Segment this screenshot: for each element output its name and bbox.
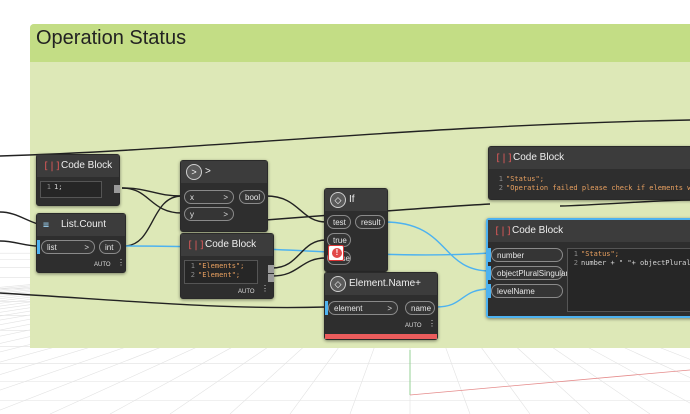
list-count-node[interactable]: ≡ List.Count list> int AUTO ⋮ bbox=[36, 213, 126, 273]
output-port-name[interactable]: name bbox=[405, 301, 435, 315]
code-block-icon: [|] bbox=[187, 240, 206, 251]
code-block-node-2[interactable]: [|] Code Block 1"Elements"; 2"Element"; … bbox=[180, 233, 274, 299]
input-port-element[interactable]: element> bbox=[328, 301, 398, 315]
output-port[interactable] bbox=[114, 185, 120, 193]
code-block-node-4[interactable]: [|] Code Block number objectPluralSingul… bbox=[486, 218, 690, 318]
if-node[interactable]: ◇ If test true false result bbox=[324, 188, 388, 272]
node-title: List.Count bbox=[61, 219, 107, 230]
node-title: Code Block bbox=[512, 225, 564, 236]
input-port-x[interactable]: x> bbox=[184, 190, 234, 204]
node-title: Element.Name+ bbox=[349, 278, 421, 289]
input-port-y[interactable]: y> bbox=[184, 207, 234, 221]
output-port-1[interactable] bbox=[268, 265, 274, 273]
output-port-result[interactable]: result bbox=[355, 215, 385, 229]
node-title: Code Block bbox=[205, 239, 257, 250]
input-port-list[interactable]: list> bbox=[41, 240, 95, 254]
input-port-test[interactable]: test bbox=[327, 215, 351, 229]
group-title: Operation Status bbox=[36, 27, 187, 49]
code-block-icon: [|] bbox=[495, 153, 514, 164]
greater-icon: > bbox=[186, 164, 202, 180]
menu-icon[interactable]: ⋮ bbox=[117, 258, 125, 267]
node-title: > bbox=[205, 166, 211, 177]
group-header[interactable]: Operation Status bbox=[30, 24, 690, 62]
output-port-2[interactable] bbox=[268, 274, 274, 282]
input-port-number[interactable]: number bbox=[491, 248, 563, 262]
code-editor[interactable]: 1"Status"; 2"Operation failed please che… bbox=[498, 175, 690, 192]
lacing-label: AUTO bbox=[405, 323, 422, 329]
element-icon: ◇ bbox=[330, 276, 346, 292]
input-port-object-plural-singular[interactable]: objectPluralSingular bbox=[491, 266, 568, 280]
menu-icon[interactable]: ⋮ bbox=[261, 284, 269, 293]
lacing-label: AUTO bbox=[94, 262, 111, 268]
output-port-bool[interactable]: bool bbox=[239, 190, 265, 204]
code-block-icon: [|] bbox=[43, 161, 62, 172]
node-title: Code Block bbox=[513, 152, 565, 163]
code-block-node-3[interactable]: [|] Code Block 1"Status"; 2"Operation fa… bbox=[488, 146, 690, 200]
output-port-int[interactable]: int bbox=[99, 240, 121, 254]
element-name-node[interactable]: ◇ Element.Name+ element> name AUTO ⋮ bbox=[324, 272, 438, 340]
menu-icon[interactable]: ⋮ bbox=[428, 319, 436, 328]
node-title: Code Block bbox=[61, 160, 113, 171]
input-port-level-name[interactable]: levelName bbox=[491, 284, 563, 298]
error-bar bbox=[325, 334, 437, 339]
greater-than-node[interactable]: > > x> y> bool bbox=[180, 160, 268, 232]
lacing-label: AUTO bbox=[238, 289, 255, 295]
node-title: If bbox=[349, 194, 355, 205]
code-block-icon: [|] bbox=[494, 226, 513, 237]
if-icon: ◇ bbox=[330, 192, 346, 208]
list-icon: ≡ bbox=[43, 220, 50, 231]
code-editor[interactable]: 1"Elements"; 2"Element"; bbox=[184, 260, 258, 284]
warning-icon[interactable]: ! bbox=[328, 245, 344, 261]
